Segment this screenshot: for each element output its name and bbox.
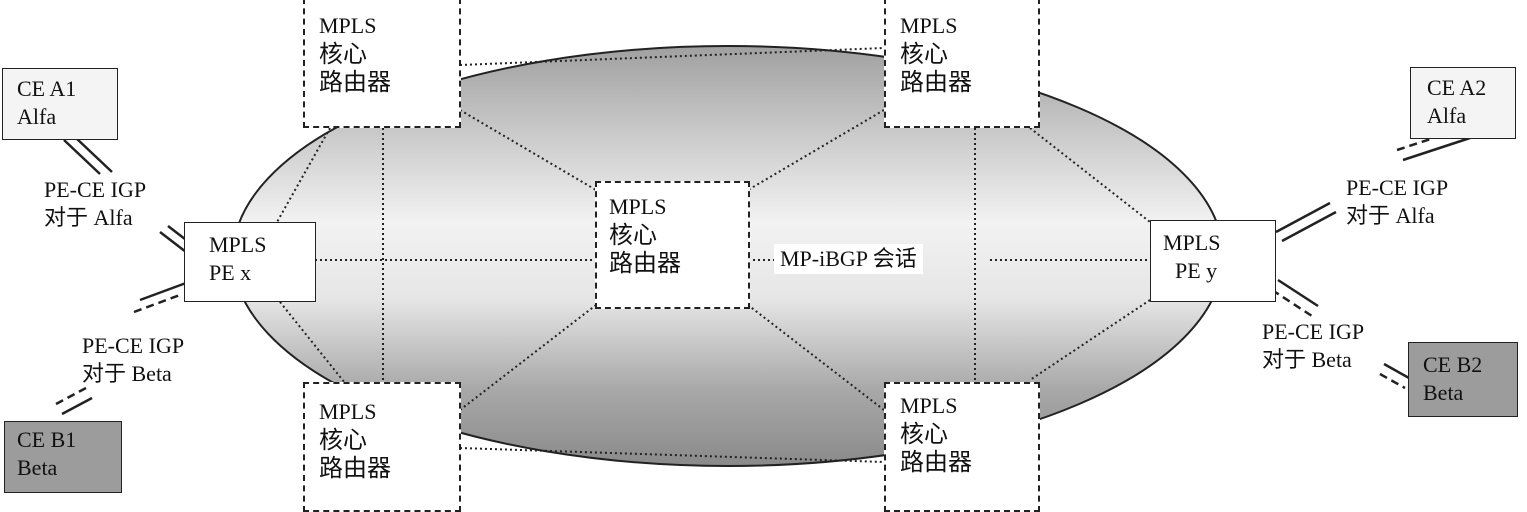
core-router-label-mpls: MPLS bbox=[900, 393, 958, 418]
link-protocol: PE-CE IGP bbox=[1262, 319, 1365, 344]
link-vpn: 对于 Alfa bbox=[44, 205, 133, 230]
core-router-label-mpls: MPLS bbox=[319, 13, 377, 38]
ce-router-label-vpn: Beta bbox=[1423, 380, 1464, 405]
ce-router-label-vpn: Alfa bbox=[17, 104, 57, 129]
pe-router-y: MPLS PE y bbox=[1150, 220, 1276, 302]
core-router-label-core: 核心 bbox=[609, 221, 657, 249]
core-router-label-router: 路由器 bbox=[900, 448, 972, 476]
ce-router-a1: CE A1 Alfa bbox=[2, 68, 118, 140]
ce-router-a2: CE A2 Alfa bbox=[1410, 67, 1516, 139]
link-vpn: 对于 Beta bbox=[82, 361, 172, 386]
core-router-label-router: 路由器 bbox=[900, 68, 972, 96]
ce-router-label-id: CE B1 bbox=[17, 427, 77, 452]
link-label-right-beta: PE-CE IGP 对于 Beta bbox=[1262, 318, 1364, 374]
core-router-top-right: MPLS 核心 路由器 bbox=[884, 0, 1040, 128]
core-router-bottom-left: MPLS 核心 路由器 bbox=[303, 382, 461, 512]
link-protocol: PE-CE IGP bbox=[44, 177, 147, 202]
core-router-label-mpls: MPLS bbox=[900, 13, 958, 38]
core-router-bottom-right: MPLS 核心 路由器 bbox=[884, 382, 1040, 512]
link-label-left-beta: PE-CE IGP 对于 Beta bbox=[82, 332, 184, 388]
core-router-label-mpls: MPLS bbox=[319, 399, 377, 424]
link-protocol: PE-CE IGP bbox=[1346, 175, 1449, 200]
ce-router-b2: CE B2 Beta bbox=[1408, 342, 1518, 417]
mp-ibgp-session-label: MP-iBGP 会话 bbox=[774, 244, 923, 274]
pe-router-label-mpls: MPLS bbox=[1163, 230, 1221, 255]
core-router-label-core: 核心 bbox=[319, 426, 367, 454]
pe-router-x: MPLS PE x bbox=[184, 222, 316, 302]
core-router-label-router: 路由器 bbox=[319, 68, 391, 96]
core-router-label-router: 路由器 bbox=[609, 249, 681, 277]
core-router-top-left: MPLS 核心 路由器 bbox=[303, 0, 461, 128]
core-router-label-core: 核心 bbox=[900, 40, 948, 68]
pe-router-label-name: PE x bbox=[209, 260, 252, 285]
pe-router-label-name: PE y bbox=[1175, 258, 1218, 283]
ce-router-label-id: CE A2 bbox=[1427, 75, 1487, 100]
ce-router-label-id: CE B2 bbox=[1423, 352, 1483, 377]
core-router-label-router: 路由器 bbox=[319, 454, 391, 482]
core-router-label-core: 核心 bbox=[319, 40, 367, 68]
ce-router-b1: CE B1 Beta bbox=[4, 421, 122, 493]
link-protocol: PE-CE IGP bbox=[82, 333, 185, 358]
link-label-left-alfa: PE-CE IGP 对于 Alfa bbox=[44, 176, 146, 232]
link-vpn: 对于 Alfa bbox=[1346, 203, 1435, 228]
core-router-label-mpls: MPLS bbox=[609, 194, 667, 219]
link-vpn: 对于 Beta bbox=[1262, 347, 1352, 372]
ce-router-label-vpn: Beta bbox=[17, 455, 58, 480]
pe-router-label-mpls: MPLS bbox=[209, 232, 267, 257]
core-router-center: MPLS 核心 路由器 bbox=[595, 181, 750, 309]
ce-router-label-id: CE A1 bbox=[17, 76, 77, 101]
access-links bbox=[55, 126, 1471, 416]
ce-router-label-vpn: Alfa bbox=[1427, 103, 1467, 128]
core-router-label-core: 核心 bbox=[900, 420, 948, 448]
link-label-right-alfa: PE-CE IGP 对于 Alfa bbox=[1346, 174, 1448, 230]
